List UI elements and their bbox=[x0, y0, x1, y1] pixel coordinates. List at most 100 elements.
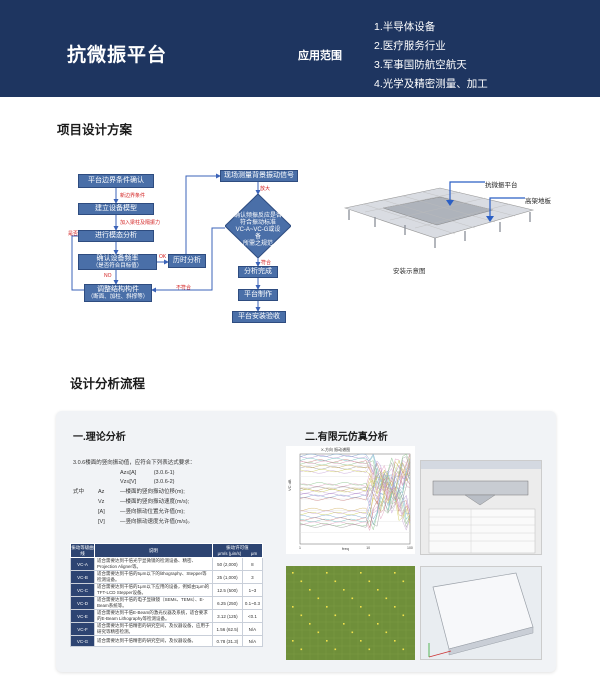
application-item: 1.半导体设备 bbox=[374, 21, 436, 33]
section-title-analysis-flow: 设计分析流程 bbox=[70, 377, 146, 391]
application-item: 4.光学及精密测量、加工 bbox=[374, 78, 488, 90]
chart-x-label: freq bbox=[342, 546, 349, 551]
chart-series-line bbox=[299, 459, 411, 516]
mesh-node bbox=[385, 597, 388, 600]
mesh-node bbox=[326, 572, 328, 574]
table-row: VC-A 适合需要达到千倍光学显微镜的检测设备、精密、Projection Al… bbox=[70, 557, 264, 571]
mesh-node bbox=[360, 572, 362, 574]
chart-series-line bbox=[299, 469, 411, 525]
mesh-node bbox=[343, 589, 345, 591]
table-cell-size: N/A bbox=[241, 635, 264, 647]
formula-ref: (3.0.6-1) bbox=[153, 470, 175, 476]
flow-box-label: 平台安装验收 bbox=[238, 312, 280, 320]
formula-1: Az≤[A] (3.0.6-1) bbox=[120, 470, 175, 477]
note-add-beam: 加入梁柱及隔振力 bbox=[120, 220, 161, 226]
vc-criteria-table: 振动等级曲线 说明 振动许可值 μm/s (μin/s) μm VC-A 适合需… bbox=[70, 543, 264, 647]
formula-ref: (3.0.6-2) bbox=[153, 479, 175, 485]
design-flowchart: 平台边界条件确认 新边界条件 建立设备模型 加入梁柱及隔振力 进行模态分析 确认… bbox=[60, 160, 330, 335]
mesh-node bbox=[300, 580, 303, 583]
mesh-node bbox=[309, 623, 311, 625]
flow-box-install: 平台安装验收 bbox=[232, 311, 286, 323]
mesh-node bbox=[334, 614, 337, 617]
table-cell-desc: 适合需要达到千倍的1μm以下应用的设备，例如由1μm的TFT-LCD Stepp… bbox=[94, 583, 213, 597]
fea-plate-panel bbox=[420, 566, 542, 660]
var-desc: —楼面的竖向振动位移(m); bbox=[120, 489, 185, 495]
table-row: VC-F 适合需要达到千倍精密的研究空间，及仪器设备，应用于研究等精密检测。 1… bbox=[70, 622, 264, 636]
mesh-node bbox=[351, 597, 354, 600]
table-cell-velocity: 25 (1,000) bbox=[211, 570, 243, 584]
flow-box-sublabel: （是否符合目标值） bbox=[92, 262, 143, 269]
mesh-node bbox=[402, 580, 405, 583]
mesh-node bbox=[402, 648, 405, 651]
note-yn: 是否 bbox=[68, 231, 79, 237]
table-row: VC-B 适合需要达到千倍的5μm以下的lithography、Stepper等… bbox=[70, 570, 264, 584]
install-caption: 安装示意图 bbox=[393, 268, 426, 275]
flow-box-measure: 现场测量背景振动信号 bbox=[220, 170, 298, 182]
flow-box-boundary: 平台边界条件确认 bbox=[78, 174, 154, 188]
fea-plate-render bbox=[428, 572, 534, 658]
var-sym: [V] bbox=[98, 519, 105, 525]
mesh-node bbox=[292, 572, 294, 574]
mesh-node bbox=[326, 640, 328, 642]
flow-box-model: 建立设备模型 bbox=[78, 203, 154, 215]
application-item: 2.医疗服务行业 bbox=[374, 40, 446, 52]
flow-box-confirm-freq: 确认设备频率 （是否符合目标值） bbox=[78, 254, 157, 270]
flow-box-label: 分析完成 bbox=[244, 267, 272, 275]
formula-expr: Vz≤[V] bbox=[120, 479, 137, 485]
note-add-boundary: 新边界条件 bbox=[120, 193, 146, 199]
mesh-node bbox=[368, 580, 371, 583]
table-cell-desc: 适合需要达到千倍精密的研究空间，及仪器设备，应用于研究等精密检测。 bbox=[94, 622, 213, 636]
table-subheader: μm/s (μin/s) bbox=[217, 551, 242, 556]
flow-box-label: 进行模态分析 bbox=[95, 231, 137, 239]
mesh-node bbox=[300, 648, 303, 651]
flow-box-sublabel: （断面、加柱、斜撑等） bbox=[87, 293, 149, 300]
chart-x-tick: 1 bbox=[299, 546, 301, 550]
table-header-row: 振动等级曲线 说明 振动许可值 μm/s (μin/s) μm bbox=[70, 543, 264, 558]
mesh-node bbox=[317, 631, 320, 634]
flow-box-label: 建立设备模型 bbox=[95, 204, 137, 212]
flow-box-label: 调整结构构件 bbox=[97, 285, 139, 293]
fea-title: 二.有限元仿真分析 bbox=[305, 432, 388, 443]
mesh-node bbox=[394, 640, 396, 642]
application-item: 3.军事国防航空航天 bbox=[374, 59, 467, 71]
mesh-node bbox=[368, 648, 371, 651]
fea-mesh-render bbox=[286, 566, 415, 660]
table-cell-velocity: 6.25 (250) bbox=[211, 596, 243, 610]
chart-series-line bbox=[299, 460, 411, 525]
decision-diamond-shape bbox=[225, 194, 291, 258]
mesh-node bbox=[334, 648, 337, 651]
chart-plot: 1 10 100 bbox=[299, 453, 413, 550]
note-scale: 放大 bbox=[260, 186, 271, 192]
var-sym: Vz bbox=[98, 499, 105, 505]
decision-line: 确认频振反应是否 bbox=[233, 213, 282, 219]
mesh-node bbox=[377, 623, 379, 625]
mesh-node bbox=[368, 614, 371, 617]
mesh-node bbox=[317, 597, 320, 600]
table-cell-velocity: 0.78 (31.3) bbox=[211, 635, 243, 647]
note-ok: OK bbox=[159, 254, 167, 260]
table-header-units: μm/s (μin/s) μm bbox=[213, 551, 262, 556]
table-cell-size: 8 bbox=[241, 557, 264, 571]
mesh-node bbox=[394, 606, 396, 608]
flow-box-modal: 进行模态分析 bbox=[78, 230, 154, 242]
chart-series-line bbox=[299, 463, 411, 529]
table-header-cell: 振动等级曲线 bbox=[70, 543, 95, 558]
chart-x-tick: 10 bbox=[366, 546, 370, 550]
mesh-node bbox=[292, 640, 294, 642]
table-cell-velocity: 3.12 (125) bbox=[211, 609, 243, 623]
flowchart-connectors bbox=[71, 173, 261, 312]
table-row: VC-E 适合需要达到千倍E-Beam的激光仪器及系统，适合要求的E-Beam … bbox=[70, 609, 264, 623]
table-row: VC-G 适合需要达到千倍精密的研究空间，及仪器设备。 0.78 (31.3) … bbox=[70, 635, 264, 647]
table-cell-class: VC-C bbox=[70, 583, 95, 597]
table-cell-velocity: 50 (2,000) bbox=[211, 557, 243, 571]
mesh-node bbox=[334, 580, 337, 583]
var-sym: [A] bbox=[98, 509, 105, 515]
mesh-node bbox=[385, 631, 388, 634]
chart-x-tick: 100 bbox=[407, 546, 413, 550]
table-subheader: μm bbox=[250, 551, 258, 556]
mesh-node bbox=[292, 606, 294, 608]
section-title-design-plan: 项目设计方案 bbox=[57, 123, 133, 137]
table-cell-desc: 适合需要达到千倍光学显微镜的检测设备、精密、Projection Aligner… bbox=[94, 557, 213, 571]
flow-box-fabricate: 平台制作 bbox=[238, 289, 278, 301]
